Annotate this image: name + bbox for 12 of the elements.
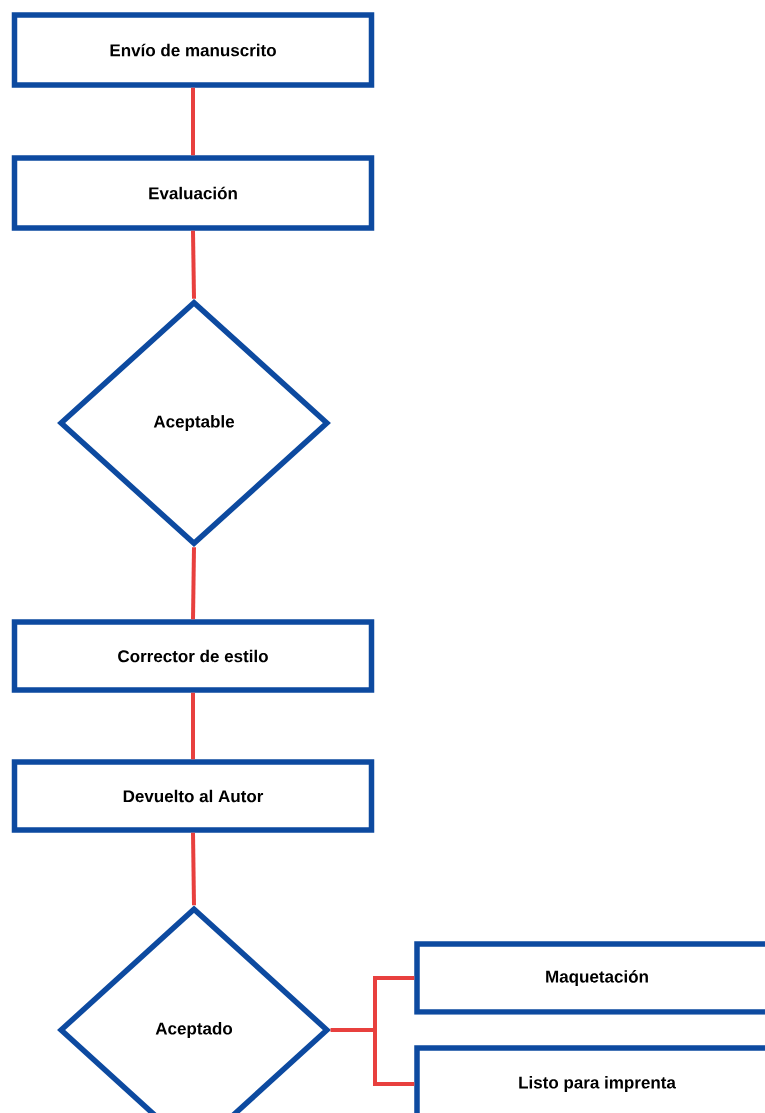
process-box: Devuelto al Autor [11, 759, 375, 833]
connector-line [191, 87, 195, 156]
connector-line [191, 547, 196, 620]
process-box: Evaluación [11, 155, 375, 231]
process-box: Maquetación [414, 941, 765, 1015]
connector-line [330, 1028, 415, 1086]
connector-line [191, 230, 196, 299]
process-box: Corrector de estilo [11, 619, 375, 693]
connector-line [191, 692, 195, 760]
process-box: Listo para imprenta [414, 1045, 765, 1113]
process-box: Envío de manuscrito [11, 12, 375, 88]
connector-line [191, 832, 196, 906]
